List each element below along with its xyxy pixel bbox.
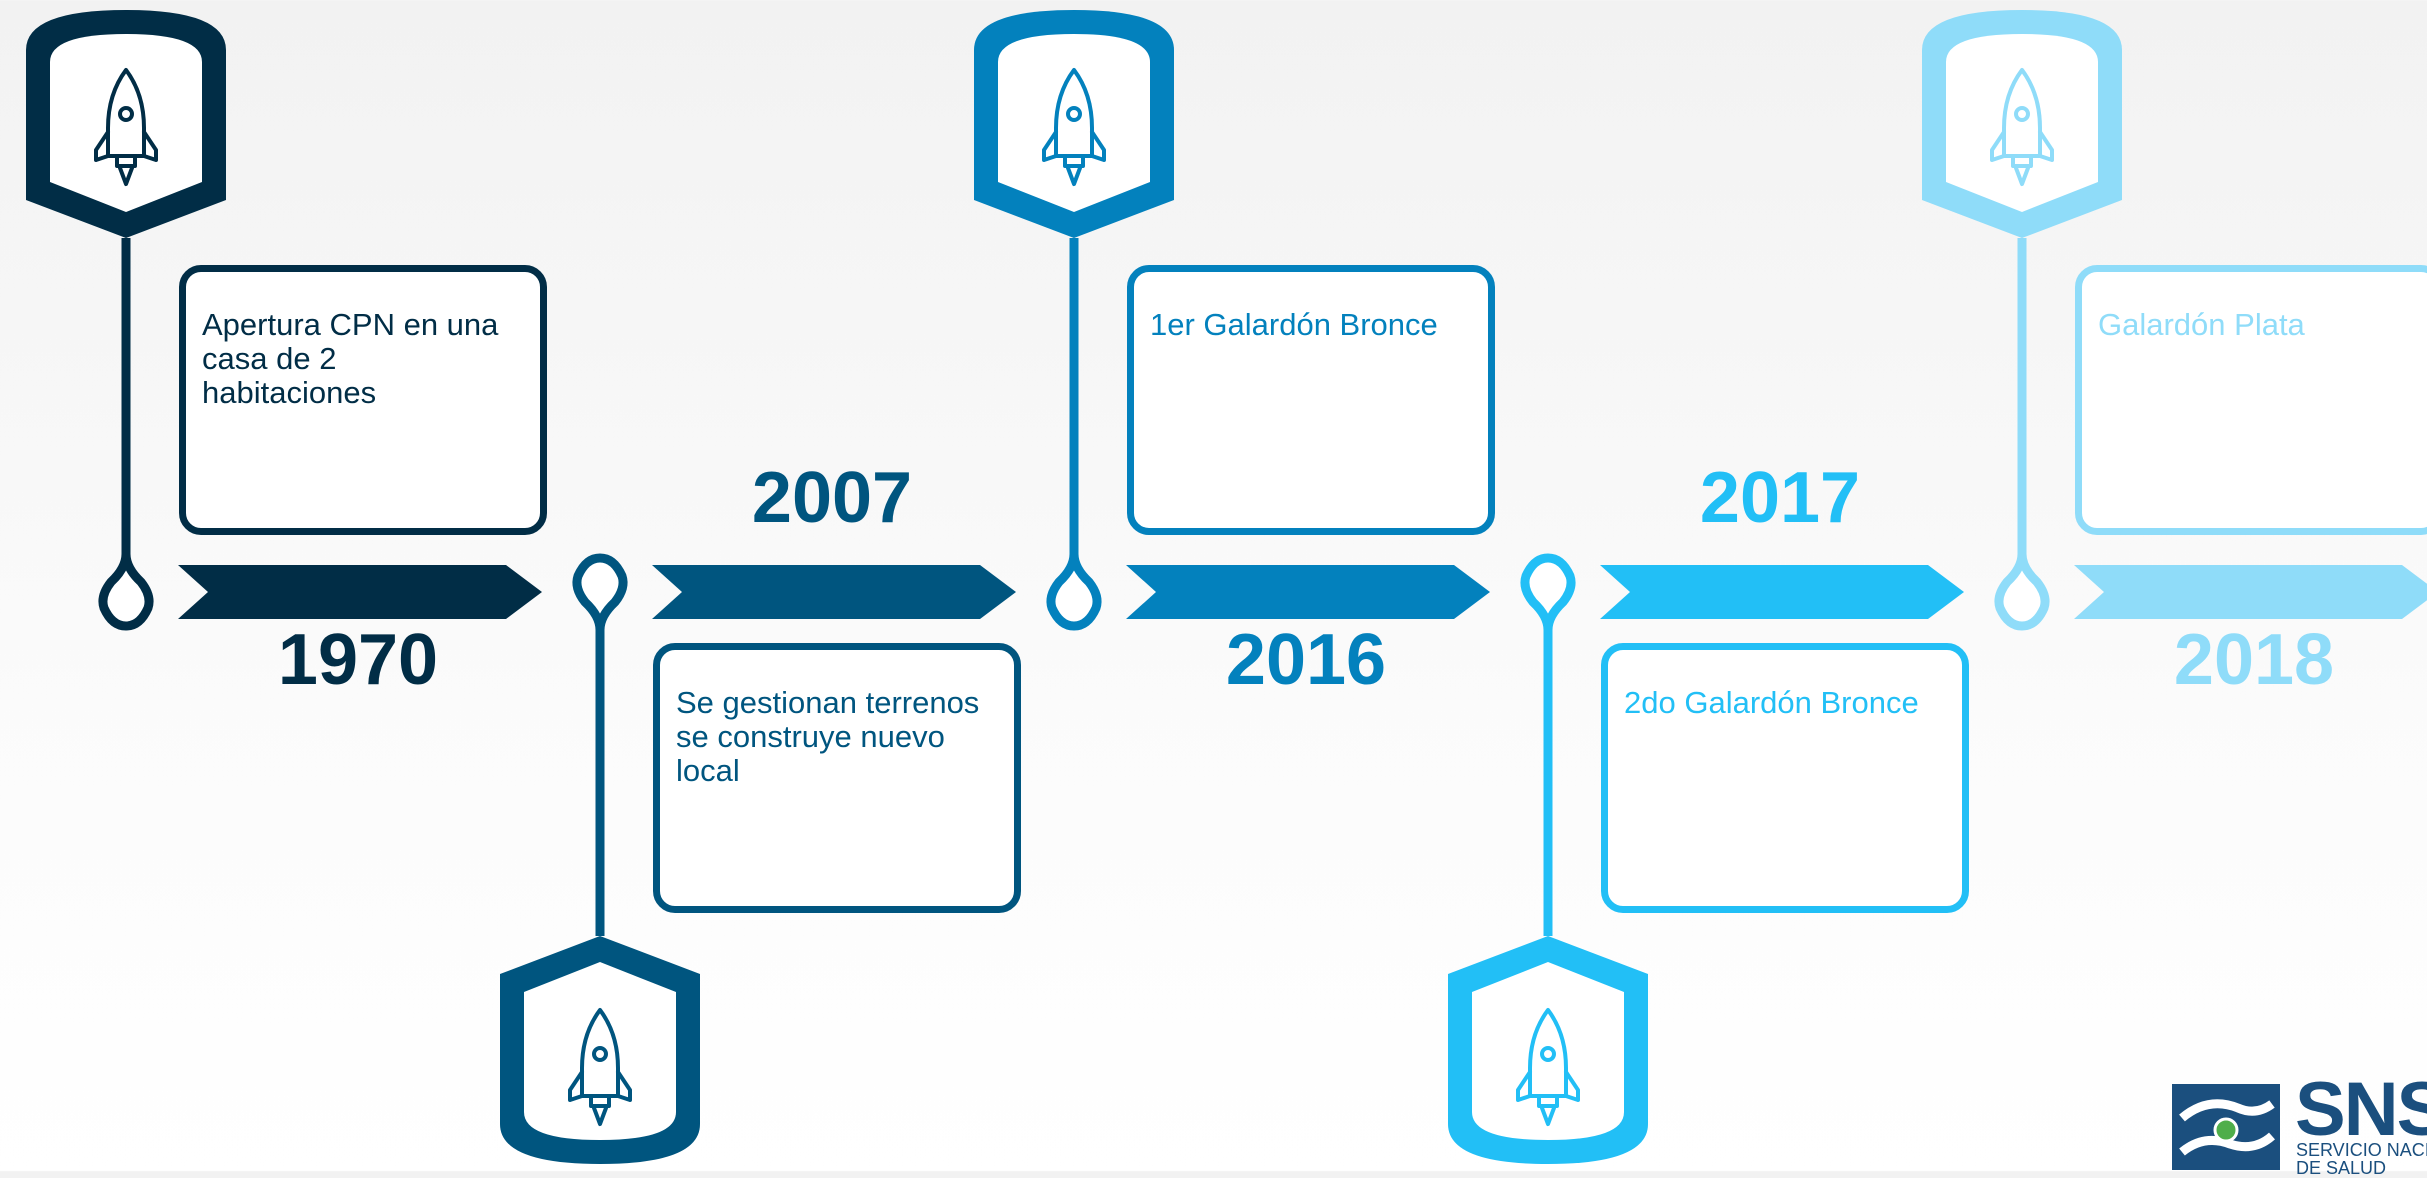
timeline-arrow bbox=[178, 565, 542, 619]
rocket-nozzle bbox=[2011, 154, 2033, 168]
timeline-item bbox=[1922, 10, 2427, 631]
event-card: Galardón Plata bbox=[2075, 265, 2427, 535]
rocket-flame bbox=[592, 1106, 608, 1126]
rocket-body bbox=[1054, 68, 1094, 158]
rocket-body bbox=[106, 68, 146, 158]
rocket-fin-left bbox=[1042, 130, 1058, 162]
rocket-fin-left bbox=[94, 130, 110, 162]
rocket-window bbox=[2014, 106, 2030, 122]
year-label: 2018 bbox=[2173, 620, 2335, 700]
event-card: Se gestionan terrenos se construye nuevo… bbox=[653, 643, 1021, 913]
year-label: 2016 bbox=[1225, 620, 1387, 700]
timeline-arrow bbox=[652, 565, 1016, 619]
sns-logo: SNS SERVICIO NACIONAL DE SALUD bbox=[2168, 1070, 2427, 1178]
rocket-fin-right bbox=[1090, 130, 1106, 162]
timeline-node bbox=[572, 553, 628, 631]
timeline-arrow bbox=[1600, 565, 1964, 619]
timeline-arrow bbox=[2074, 565, 2427, 619]
marker-shield-inner bbox=[50, 34, 202, 212]
rocket-body bbox=[1528, 1008, 1568, 1098]
rocket-window bbox=[1066, 106, 1082, 122]
timeline-item bbox=[1448, 553, 1964, 1164]
year-label: 1970 bbox=[277, 620, 439, 700]
rocket-icon bbox=[1042, 68, 1106, 186]
rocket-body bbox=[2002, 68, 2042, 158]
timeline-node bbox=[98, 553, 154, 631]
rocket-fin-right bbox=[142, 130, 158, 162]
marker-shield-inner bbox=[524, 962, 676, 1140]
rocket-fin-left bbox=[568, 1070, 584, 1102]
rocket-fin-right bbox=[2038, 130, 2054, 162]
rocket-window bbox=[1540, 1046, 1556, 1062]
timeline-item bbox=[974, 10, 1490, 631]
rocket-nozzle bbox=[1063, 154, 1085, 168]
rocket-window bbox=[118, 106, 134, 122]
event-card: Apertura CPN en una casa de 2 habitacion… bbox=[179, 265, 547, 535]
timeline-node bbox=[1520, 553, 1576, 631]
timeline-item bbox=[500, 553, 1016, 1164]
rocket-body bbox=[580, 1008, 620, 1098]
logo-subtitle-1: SERVICIO NACIONAL bbox=[2296, 1140, 2427, 1160]
logo-letters: SNS bbox=[2295, 1067, 2427, 1152]
timeline-arrow bbox=[1126, 565, 1490, 619]
rocket-window bbox=[592, 1046, 608, 1062]
timeline-node bbox=[1046, 553, 1102, 631]
marker-shield-inner bbox=[998, 34, 1150, 212]
rocket-nozzle bbox=[1537, 1094, 1559, 1108]
timeline-node bbox=[1994, 553, 2050, 631]
rocket-fin-right bbox=[1564, 1070, 1580, 1102]
rocket-fin-right bbox=[616, 1070, 632, 1102]
rocket-flame bbox=[1066, 166, 1082, 186]
marker-shield-inner bbox=[1946, 34, 2098, 212]
rocket-fin-left bbox=[1516, 1070, 1532, 1102]
marker-shield-inner bbox=[1472, 962, 1624, 1140]
rocket-flame bbox=[1540, 1106, 1556, 1126]
rocket-icon bbox=[94, 68, 158, 186]
logo-subtitle-2: DE SALUD bbox=[2296, 1158, 2387, 1178]
rocket-nozzle bbox=[115, 154, 137, 168]
rocket-nozzle bbox=[589, 1094, 611, 1108]
sns-logo-mark bbox=[2172, 1084, 2280, 1170]
rocket-flame bbox=[2014, 166, 2030, 186]
year-label: 2017 bbox=[1699, 458, 1861, 538]
timeline-item bbox=[26, 10, 542, 631]
event-card: 2do Galardón Bronce bbox=[1601, 643, 1969, 913]
rocket-flame bbox=[118, 166, 134, 186]
rocket-icon bbox=[568, 1008, 632, 1126]
year-label: 2007 bbox=[751, 458, 913, 538]
rocket-icon bbox=[1990, 68, 2054, 186]
rocket-icon bbox=[1516, 1008, 1580, 1126]
event-card: 1er Galardón Bronce bbox=[1127, 265, 1495, 535]
rocket-fin-left bbox=[1990, 130, 2006, 162]
